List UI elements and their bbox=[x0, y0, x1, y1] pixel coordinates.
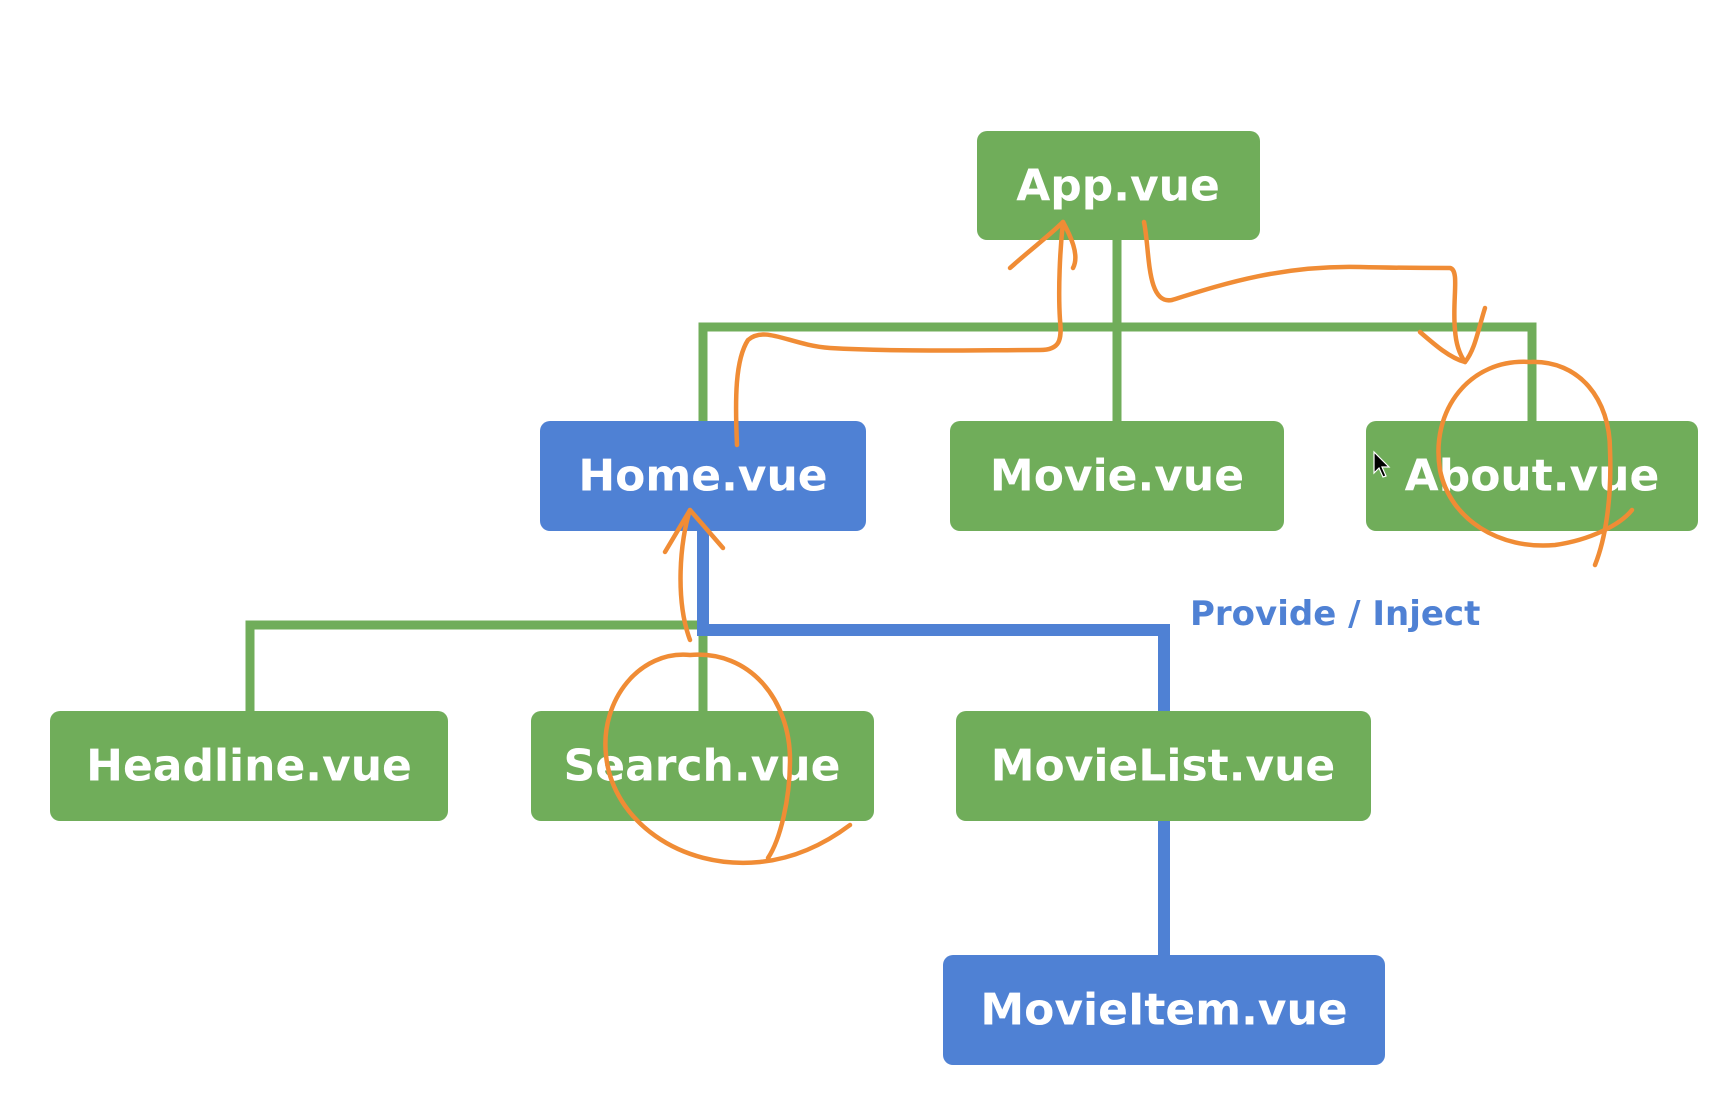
annotation-circle-about bbox=[1436, 359, 1635, 568]
node-movieitem-label: MovieItem.vue bbox=[980, 985, 1347, 1036]
annotation-circle-search bbox=[603, 652, 853, 866]
tree-connectors bbox=[245, 231, 1537, 715]
node-headline-label: Headline.vue bbox=[86, 741, 412, 792]
node-search[interactable]: Search.vue bbox=[531, 711, 874, 821]
provide-inject-label: Provide / Inject bbox=[1190, 594, 1480, 634]
node-movie[interactable]: Movie.vue bbox=[950, 421, 1284, 531]
node-home-box bbox=[540, 421, 866, 531]
node-movieitem-box bbox=[943, 955, 1385, 1065]
node-movie-box bbox=[950, 421, 1284, 531]
node-home[interactable]: Home.vue bbox=[540, 421, 866, 531]
node-movielist-label: MovieList.vue bbox=[991, 741, 1336, 792]
node-movielist[interactable]: MovieList.vue bbox=[956, 711, 1371, 821]
node-home-label: Home.vue bbox=[578, 451, 827, 502]
annotation-arrow-app-to-about bbox=[1141, 219, 1468, 365]
annotation-arrow-search-to-home bbox=[678, 507, 693, 643]
node-movie-label: Movie.vue bbox=[990, 451, 1244, 502]
node-app[interactable]: App.vue bbox=[977, 131, 1260, 240]
node-headline[interactable]: Headline.vue bbox=[50, 711, 448, 821]
annotations bbox=[603, 219, 1635, 866]
node-app-label: App.vue bbox=[1016, 161, 1220, 212]
mouse-cursor-icon bbox=[1373, 450, 1391, 478]
node-about[interactable]: About.vue bbox=[1366, 421, 1698, 531]
annotation-arrowhead-app bbox=[1007, 219, 1078, 271]
annotation-arrowhead-about bbox=[1417, 305, 1488, 365]
node-headline-box bbox=[50, 711, 448, 821]
provide-inject-path bbox=[697, 524, 1170, 961]
node-movieitem[interactable]: MovieItem.vue bbox=[943, 955, 1385, 1065]
provide-inject-line bbox=[697, 524, 1170, 716]
node-app-box bbox=[977, 131, 1260, 240]
annotation-arrowhead-home bbox=[662, 507, 726, 555]
node-movielist-box bbox=[956, 711, 1371, 821]
node-about-box bbox=[1366, 421, 1698, 531]
annotation-arrow-home-to-app bbox=[733, 219, 1066, 448]
